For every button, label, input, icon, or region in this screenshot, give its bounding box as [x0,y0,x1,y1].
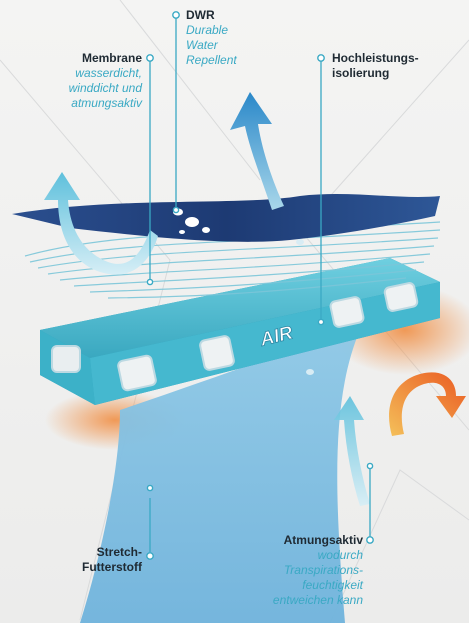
dwr-title: DWR [186,8,237,23]
membrane-sub-2: winddicht und [12,81,142,96]
membrane-sub-3: atmungsaktiv [12,96,142,111]
membrane-title: Membrane [12,51,142,66]
stretch-title-2: Futterstoff [22,560,142,575]
breathable-title: Atmungsaktiv [203,533,363,548]
breathable-sub-3: feuchtigkeit [203,578,363,593]
stretch-label: Stretch- Futterstoff [22,545,142,575]
insulation-title-2: isolierung [332,66,419,81]
breathable-sub-1: wodurch [203,548,363,563]
stretch-title-1: Stretch- [22,545,142,560]
membrane-sub-1: wasserdicht, [12,66,142,81]
dwr-sub-3: Repellent [186,53,237,68]
insulation-title-1: Hochleistungs- [332,51,419,66]
breathable-label: Atmungsaktiv wodurch Transpirations- feu… [203,533,363,608]
dwr-sub-1: Durable [186,23,237,38]
dwr-sub-2: Water [186,38,237,53]
breathable-sub-2: Transpirations- [203,563,363,578]
membrane-label: Membrane wasserdicht, winddicht und atmu… [12,51,142,111]
insulation-label: Hochleistungs- isolierung [332,51,419,81]
breathable-sub-4: entweichen kann [203,593,363,608]
dwr-label: DWR Durable Water Repellent [186,8,237,68]
